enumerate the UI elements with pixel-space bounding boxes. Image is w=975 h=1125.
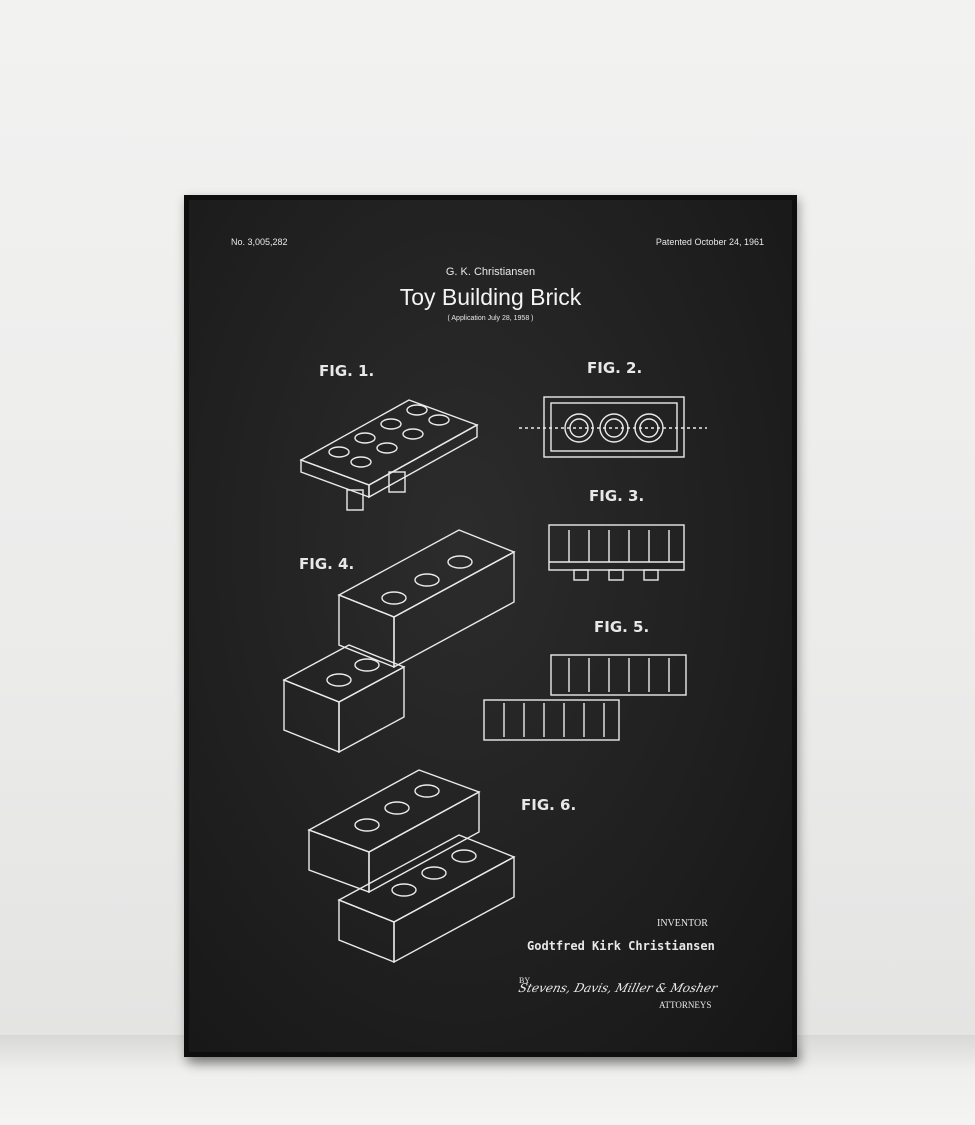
poster-title: Toy Building Brick [399, 284, 582, 310]
fig4-lower-brick [282, 644, 406, 754]
inventor-short: G. K. Christiansen [445, 266, 536, 278]
patent-date: Patented October 24, 1961 [655, 237, 764, 247]
fig5-brick-drawing [483, 654, 687, 741]
inventor-name: Godtfred Kirk Christiansen [527, 939, 715, 953]
attorneys-signature: Stevens, Davis, Miller & Mosher [517, 981, 719, 995]
fig5-label: FIG. 5. [594, 618, 650, 636]
by-label: BY [519, 976, 531, 985]
fig6-lower-brick [337, 834, 516, 964]
fig2-brick-drawing [519, 396, 707, 458]
fig2-label: FIG. 2. [587, 359, 643, 377]
fig3-brick-drawing [548, 524, 685, 581]
application-date: ( Application July 28, 1958 ) [447, 315, 534, 322]
patent-poster: No. 3,005,282 Patented October 24, 1961 … [189, 200, 792, 1052]
patent-drawings [282, 396, 707, 964]
fig4-label: FIG. 4. [299, 555, 355, 573]
fig4-upper-brick [337, 529, 516, 669]
poster-frame: No. 3,005,282 Patented October 24, 1961 … [184, 195, 797, 1057]
patent-number: No. 3,005,282 [231, 237, 288, 247]
fig3-label: FIG. 3. [589, 487, 645, 505]
fig1-label: FIG. 1. [319, 362, 375, 380]
fig6-label: FIG. 6. [521, 796, 577, 814]
fig1-brick-drawing [299, 399, 479, 511]
fig6-upper-brick [307, 769, 481, 894]
inventor-label: INVENTOR [657, 918, 708, 929]
attorneys-label: ATTORNEYS [659, 1000, 712, 1010]
